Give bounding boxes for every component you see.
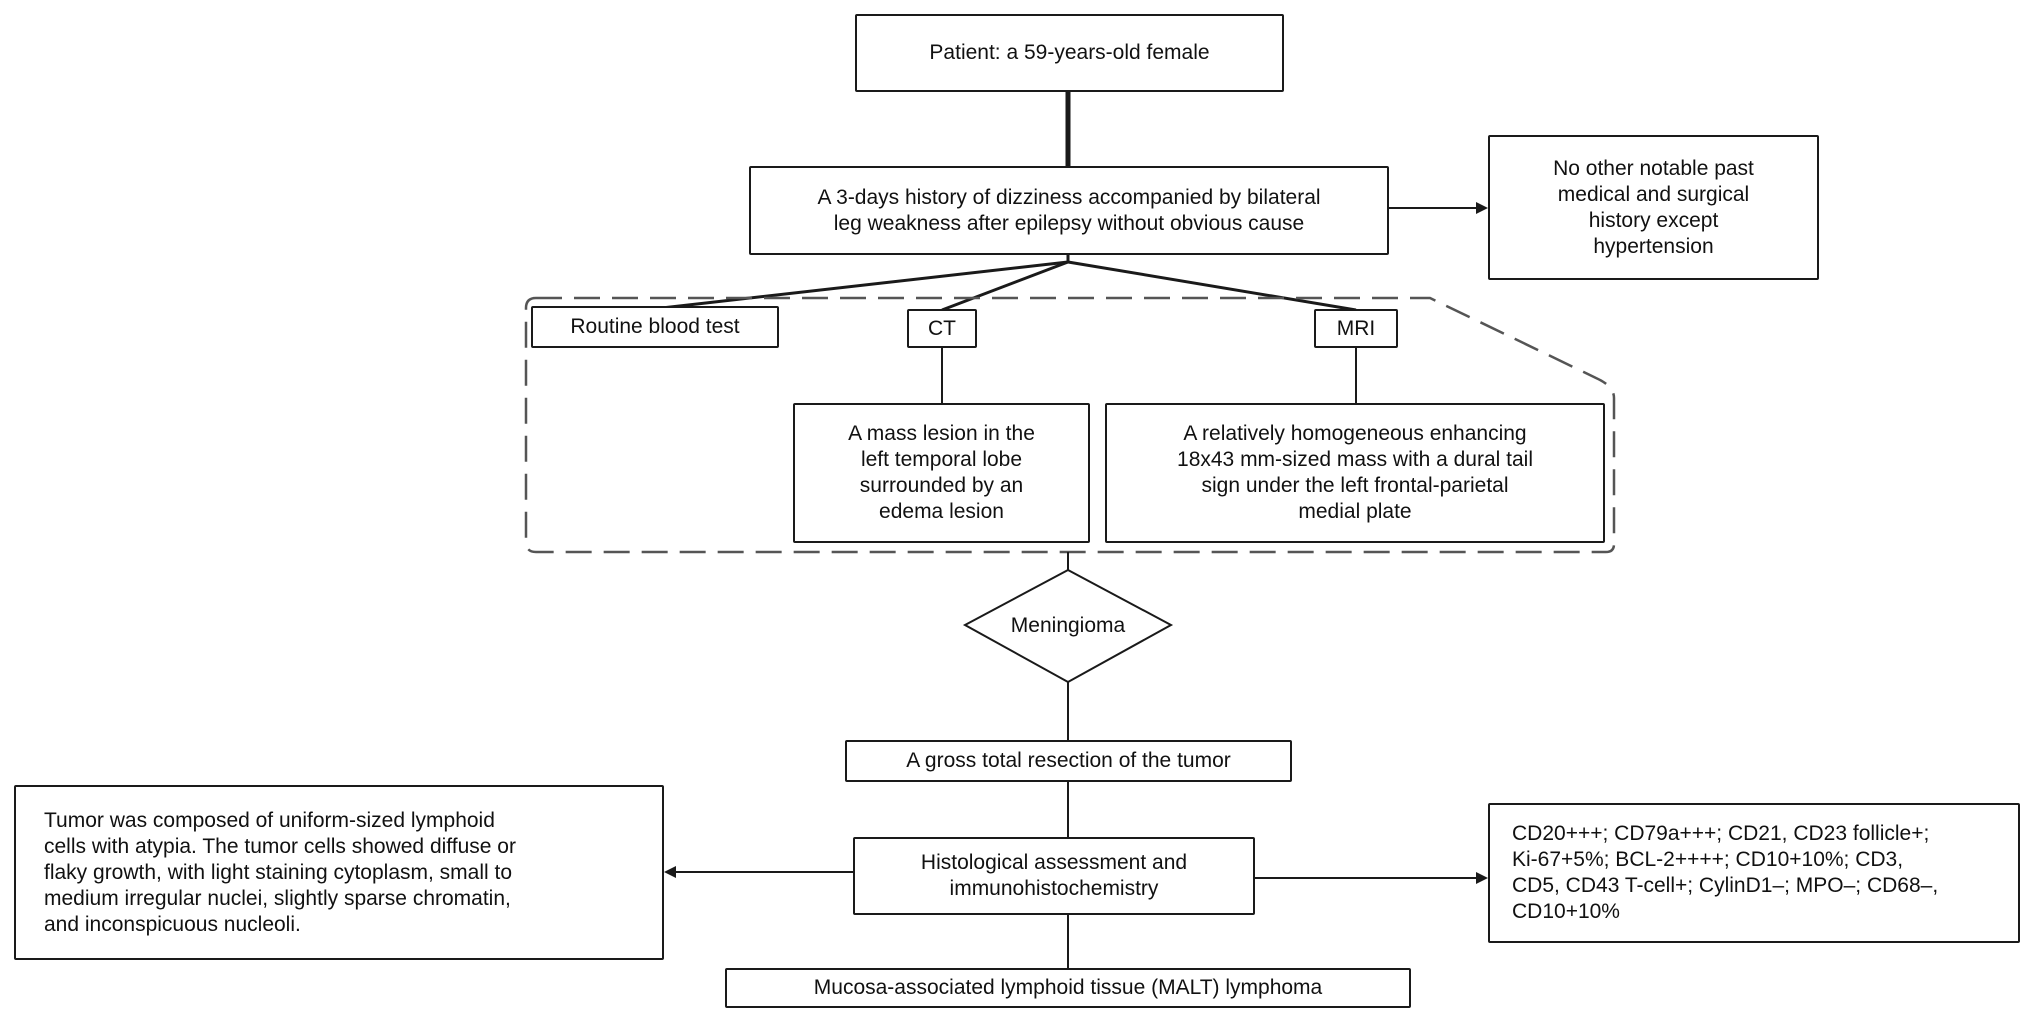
patient-box: Patient: a 59-years-old female bbox=[855, 14, 1284, 92]
histology-finding-box: Tumor was composed of uniform-sized lymp… bbox=[14, 785, 664, 960]
past-history-box: No other notable past medical and surgic… bbox=[1488, 135, 1819, 280]
edge-history-blood bbox=[643, 260, 1069, 312]
edge-history-ct bbox=[941, 260, 1069, 312]
mri-finding-box: A relatively homogeneous enhancing 18x43… bbox=[1105, 403, 1605, 543]
resection-box: A gross total resection of the tumor bbox=[845, 740, 1292, 782]
mri-box: MRI bbox=[1314, 309, 1398, 348]
imaging-group-border bbox=[524, 296, 1616, 554]
ct-finding-box: A mass lesion in the left temporal lobe … bbox=[793, 403, 1090, 543]
ihc-finding-box: CD20+++; CD79a+++; CD21, CD23 follicle+;… bbox=[1488, 803, 2020, 943]
blood-test-box: Routine blood test bbox=[531, 306, 779, 348]
edge-history-mri bbox=[1067, 260, 1357, 312]
histology-box: Histological assessment and immunohistoc… bbox=[853, 837, 1255, 915]
diagnosis-box: Mucosa-associated lymphoid tissue (MALT)… bbox=[725, 968, 1411, 1008]
meningioma-label: Meningioma bbox=[1010, 614, 1126, 637]
history-box: A 3-days history of dizziness accompanie… bbox=[749, 166, 1389, 255]
ct-box: CT bbox=[907, 309, 977, 348]
